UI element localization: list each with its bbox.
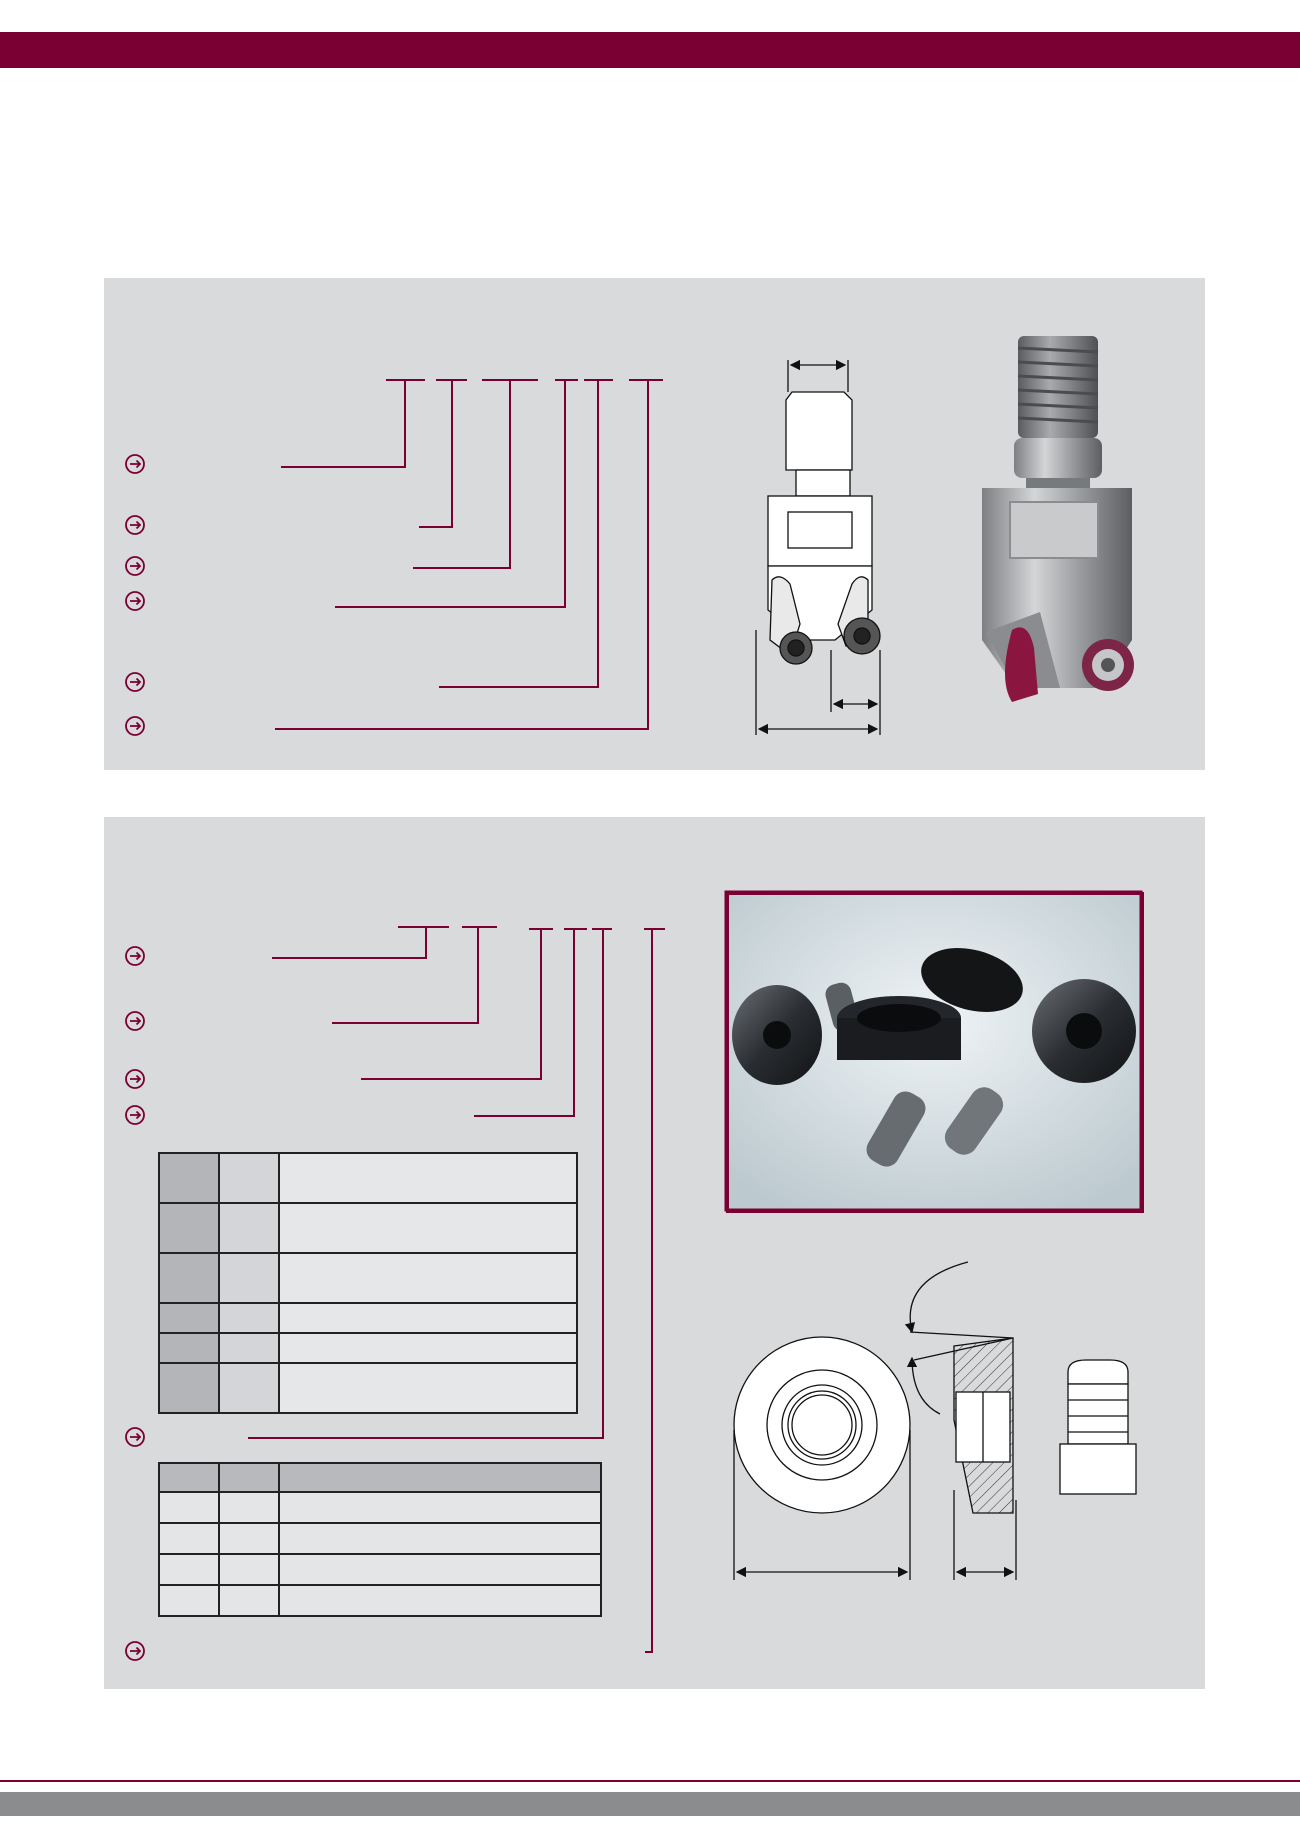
table-row: [158, 1584, 602, 1617]
grade-spec-table: [158, 1462, 602, 1617]
table-row: [158, 1522, 602, 1555]
tool-callout-lines: [275, 379, 663, 730]
insert-technical-drawing: [733, 1261, 1137, 1580]
table-header-row: [158, 1462, 602, 1493]
screw-side-view: [1059, 1359, 1137, 1495]
insert-parts-photo: [729, 895, 1141, 1210]
circled-arrow-icon: [125, 556, 145, 576]
photo-frame-border: [724, 890, 1143, 1212]
insert-center-lower: [837, 996, 961, 1060]
table-row: [158, 1491, 602, 1524]
circled-arrow-icon: [125, 1011, 145, 1031]
insert-side-section: [904, 1261, 1017, 1580]
threaded-shank: [1017, 336, 1099, 438]
circled-arrow-icon: [125, 1105, 145, 1125]
bottom-rule: [0, 1780, 1300, 1782]
table-row: [158, 1302, 578, 1334]
circled-arrow-icon: [125, 1641, 145, 1661]
tool-callout-icons: [125, 454, 145, 736]
insert-callout-icons: [125, 946, 145, 1661]
cutter-technical-drawing: [755, 359, 881, 735]
circled-arrow-icon: [125, 1069, 145, 1089]
circled-arrow-icon: [125, 716, 145, 736]
insert-top-view: [733, 1336, 911, 1580]
table-row: [158, 1553, 602, 1586]
cutter-product-render: [982, 336, 1134, 702]
table-row: [158, 1152, 578, 1204]
insert-right: [1032, 979, 1136, 1083]
table-row: [158, 1332, 578, 1364]
screw-bottom-right: [944, 1087, 1004, 1155]
circled-arrow-icon: [125, 515, 145, 535]
insert-spec-table: [158, 1152, 578, 1414]
table-row: [158, 1202, 578, 1254]
insert-left: [732, 985, 822, 1085]
accent-band: [0, 32, 1300, 68]
circled-arrow-icon: [125, 1427, 145, 1447]
insert-callout-lines: [248, 926, 665, 1653]
circled-arrow-icon: [125, 591, 145, 611]
circled-arrow-icon: [125, 946, 145, 966]
circled-arrow-icon: [125, 672, 145, 692]
insert-tilted: [921, 948, 1023, 1012]
footer-band: [0, 1792, 1300, 1816]
table-row: [158, 1362, 578, 1414]
screw-bottom-left: [866, 1091, 926, 1167]
circled-arrow-icon: [125, 454, 145, 474]
table-row: [158, 1252, 578, 1304]
